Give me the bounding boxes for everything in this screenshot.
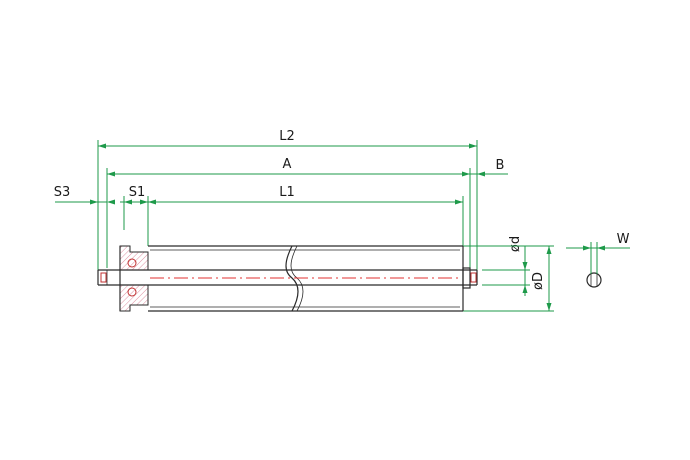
dimension-s1: [120, 196, 149, 246]
shaft: [97, 269, 478, 286]
roller-tube: [148, 245, 464, 312]
bearing-symbols: [100, 258, 477, 297]
label-a: A: [283, 157, 292, 172]
dimension-b: [470, 171, 508, 177]
label-s3: S3: [54, 185, 71, 200]
left-bearing-housing: [119, 245, 149, 312]
dimension-a: [106, 168, 471, 268]
dimension-l1: [148, 196, 464, 246]
label-b: B: [496, 158, 505, 173]
label-l1: L1: [279, 185, 295, 200]
label-phi-D: øD: [531, 272, 546, 290]
dimension-l2: [97, 140, 478, 277]
label-phi-d: ød: [508, 236, 523, 252]
dimension-phi-d: [482, 246, 530, 296]
shaft-end-view: [566, 242, 630, 288]
label-l2: L2: [279, 129, 295, 144]
label-w: W: [617, 232, 630, 247]
dimension-phi-D: [463, 245, 554, 312]
dimension-s3: [55, 199, 115, 205]
label-s1: S1: [129, 185, 146, 200]
